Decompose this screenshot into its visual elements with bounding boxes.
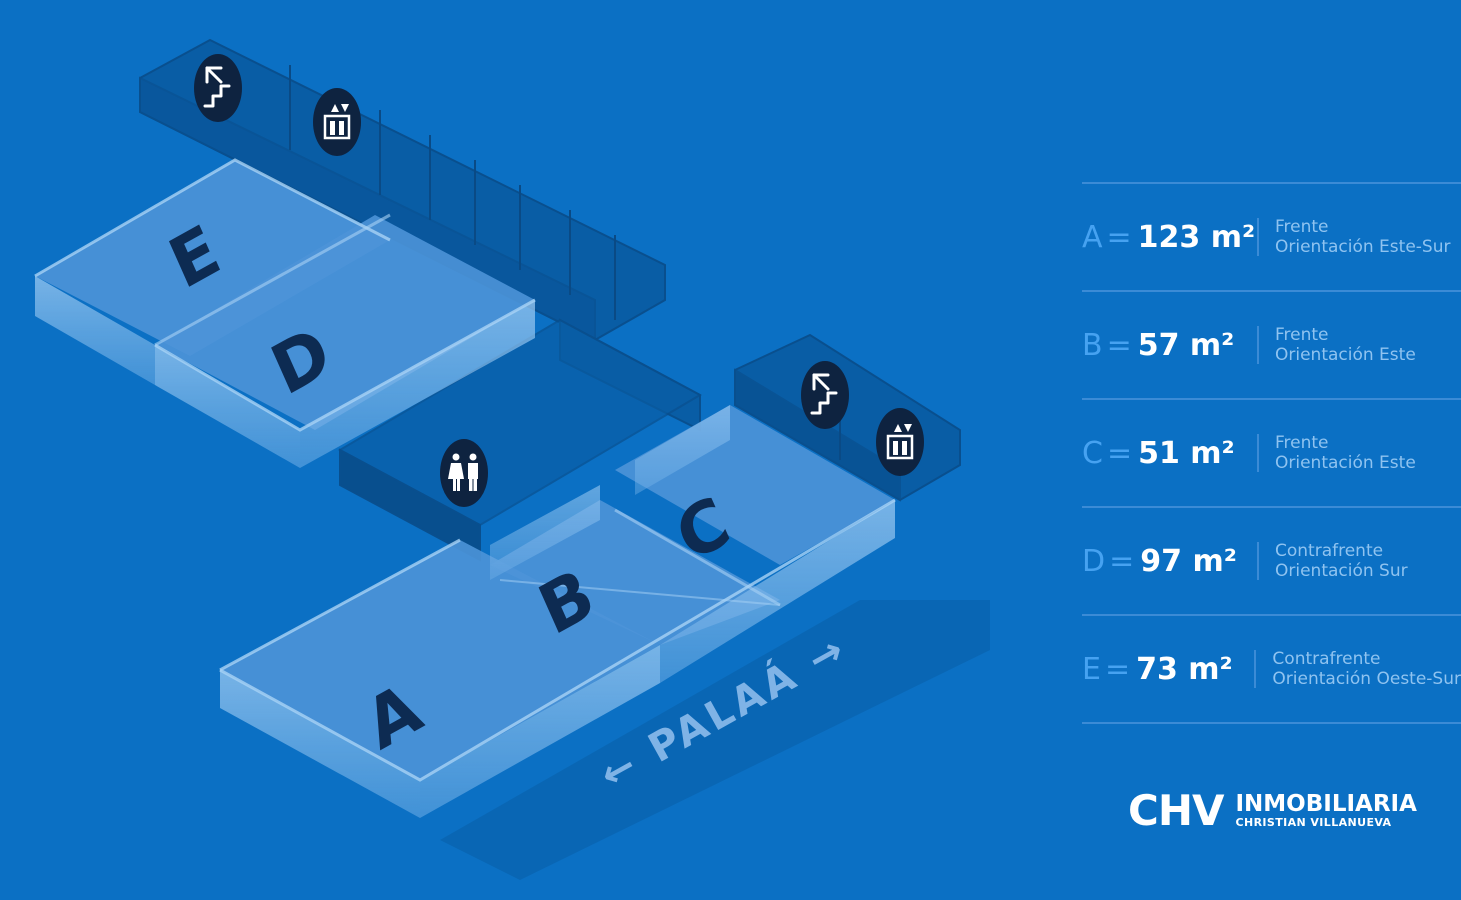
legend-row-e: E=73 m² Contrafrente Orientación Oeste-S… — [1082, 614, 1461, 724]
legend-position: Contrafrente — [1272, 649, 1381, 669]
legend-orientation: Orientación Este — [1275, 453, 1416, 473]
legend-key: B=57 m² — [1082, 328, 1257, 363]
brand-mark: CHV — [1128, 786, 1224, 835]
legend-letter: E — [1082, 651, 1101, 687]
legend-description: Frente Orientación Este-Sur — [1275, 217, 1450, 257]
legend-row-a: A=123 m² Frente Orientación Este-Sur — [1082, 182, 1461, 290]
legend-key: A=123 m² — [1082, 220, 1257, 255]
building-shadow — [440, 600, 990, 880]
brand-subtitle: CHRISTIAN VILLANUEVA — [1235, 816, 1392, 829]
legend-letter: B — [1082, 327, 1103, 363]
legend-description: Contrafrente Orientación Oeste-Sur — [1272, 649, 1461, 689]
legend-separator — [1254, 650, 1257, 688]
legend-description: Frente Orientación Este — [1275, 325, 1416, 365]
legend-area: 73 m² — [1136, 651, 1233, 687]
legend-row-b: B=57 m² Frente Orientación Este — [1082, 290, 1461, 398]
legend-row-c: C=51 m² Frente Orientación Este — [1082, 398, 1461, 506]
restroom-icon — [440, 439, 488, 507]
legend-area: 123 m² — [1137, 219, 1256, 255]
legend-equals: = — [1106, 327, 1132, 363]
legend-description: Contrafrente Orientación Sur — [1275, 541, 1408, 581]
legend-row-d: D=97 m² Contrafrente Orientación Sur — [1082, 506, 1461, 614]
block-lower — [219, 405, 896, 818]
legend-equals: = — [1104, 651, 1131, 687]
legend-position: Contrafrente — [1275, 541, 1384, 561]
legend-orientation: Orientación Oeste-Sur — [1272, 669, 1461, 689]
legend-key: E=73 m² — [1082, 652, 1254, 687]
legend-position: Frente — [1275, 217, 1329, 237]
legend-description: Frente Orientación Este — [1275, 433, 1416, 473]
legend-area: 57 m² — [1137, 327, 1235, 363]
legend-equals: = — [1109, 543, 1135, 579]
legend-orientation: Orientación Este — [1275, 345, 1416, 365]
legend-key: C=51 m² — [1082, 436, 1257, 471]
elevator-icon — [876, 408, 924, 476]
block-upper — [34, 158, 536, 468]
legend-separator — [1257, 326, 1259, 364]
legend-letter: A — [1082, 219, 1103, 255]
legend-position: Frente — [1275, 325, 1329, 345]
legend-separator — [1257, 542, 1259, 580]
legend-separator — [1257, 434, 1259, 472]
legend-letter: C — [1082, 435, 1103, 471]
escalator-icon — [801, 361, 849, 429]
unit-legend: A=123 m² Frente Orientación Este-Sur B=5… — [1082, 182, 1461, 724]
legend-letter: D — [1082, 543, 1106, 579]
legend-orientation: Orientación Sur — [1275, 561, 1408, 581]
brand-logo: CHV INMOBILIARIA CHRISTIAN VILLANUEVA — [1128, 786, 1417, 835]
brand-text: INMOBILIARIA CHRISTIAN VILLANUEVA — [1235, 792, 1416, 829]
legend-separator — [1257, 218, 1259, 256]
legend-orientation: Orientación Este-Sur — [1275, 237, 1451, 257]
legend-area: 51 m² — [1138, 435, 1235, 471]
legend-area: 97 m² — [1140, 543, 1237, 579]
corridor-dividers — [289, 65, 841, 460]
legend-equals: = — [1106, 219, 1132, 255]
legend-key: D=97 m² — [1082, 544, 1257, 579]
legend-position: Frente — [1275, 433, 1329, 453]
escalator-icon — [194, 54, 242, 122]
brand-name: INMOBILIARIA — [1235, 791, 1417, 817]
elevator-icon — [313, 88, 361, 156]
legend-equals: = — [1106, 435, 1133, 471]
floor-plan: E D C B A ← PALAÁ → — [34, 38, 990, 880]
